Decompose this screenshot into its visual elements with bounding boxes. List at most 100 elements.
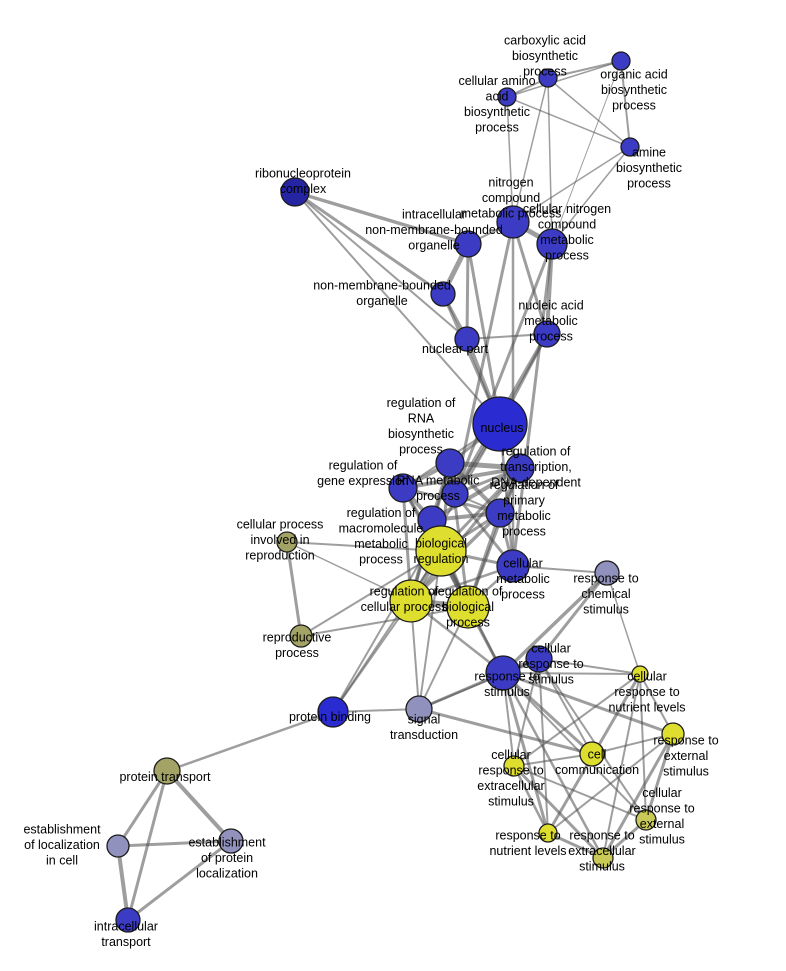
edge-cellular_response_to_stimulus--cellular_response_to_nutrient_levels (538, 658, 641, 675)
node-cellular_response_to_extracellular_stimulus[interactable] (503, 755, 525, 777)
node-cellular_response_to_stimulus[interactable] (525, 645, 553, 673)
node-establishment_of_protein_localization[interactable] (218, 828, 244, 854)
edge-response_to_stimulus--response_to_external_stimulus (502, 671, 674, 736)
node-rna_metabolic_process[interactable] (441, 480, 469, 508)
edge-cellular_response_to_stimulus--cellular_response_to_external_stimulus (538, 658, 647, 821)
node-intracellular_non_membrane_bounded_organelle[interactable] (454, 230, 482, 258)
node-response_to_chemical_stimulus[interactable] (594, 560, 620, 586)
node-protein_transport[interactable] (153, 757, 181, 785)
edge-regulation_of_transcription_dna_dependent--regulation_of_gene_expression (402, 466, 521, 490)
label-protein_binding: protein binding (289, 710, 371, 724)
edge-cellular_nitrogen_compound_metabolic_process--cellular_metabolic_process (511, 243, 554, 567)
edge-response_to_stimulus--response_to_extracellular_stimulus (501, 672, 605, 859)
edge-ribonucleoprotein_complex--nuclear_part (294, 191, 468, 340)
edge-ribonucleoprotein_complex--intracellular_non_membrane_bounded_organelle (294, 190, 469, 246)
node-nucleus[interactable] (472, 396, 528, 452)
node-nuclear_part[interactable] (454, 326, 480, 352)
node-response_to_stimulus[interactable] (485, 655, 521, 691)
edge-nitrogen_compound_metabolic_process--nucleic_acid_metabolic_process (511, 221, 549, 335)
node-biological_regulation[interactable] (415, 525, 467, 577)
node-reproductive_process[interactable] (289, 624, 313, 648)
edge-intracellular_non_membrane_bounded_organelle--nuclear_part (465, 243, 470, 340)
edge-response_to_stimulus--response_to_chemical_stimulus (501, 571, 609, 675)
node-cellular_nitrogen_compound_metabolic_process[interactable] (536, 228, 568, 260)
edge-ribonucleoprotein_complex--nucleus (294, 191, 501, 425)
node-response_to_external_stimulus[interactable] (661, 722, 685, 746)
node-cellular_response_to_nutrient_levels[interactable] (631, 665, 649, 683)
node-cellular_amino_acid_biosynthetic_process[interactable] (497, 87, 517, 107)
edge-response_to_chemical_stimulus--cellular_response_to_nutrient_levels (606, 572, 641, 675)
node-regulation_of_primary_metabolic_process[interactable] (485, 498, 515, 528)
node-organic_acid_biosynthetic_process[interactable] (611, 51, 631, 71)
node-carboxylic_acid_biosynthetic_process[interactable] (538, 68, 558, 88)
node-regulation_of_biological_process[interactable] (446, 585, 490, 629)
node-nitrogen_compound_metabolic_process[interactable] (496, 205, 530, 239)
edge-cellular_amino_acid_biosynthetic_process--nitrogen_compound_metabolic_process (506, 96, 514, 223)
edge-response_to_external_stimulus--response_to_nutrient_levels (547, 733, 674, 834)
edge-establishment_of_protein_localization--establishment_of_localization_in_cell (117, 839, 232, 848)
node-non_membrane_bounded_organelle[interactable] (430, 281, 456, 307)
node-regulation_of_transcription_dna_dependent[interactable] (505, 453, 535, 483)
edge-cellular_response_to_stimulus--cellular_response_to_extracellular_stimulus (513, 658, 540, 767)
node-nucleic_acid_metabolic_process[interactable] (533, 320, 561, 348)
edge-signal_transduction--cell_communication (418, 707, 593, 756)
node-response_to_nutrient_levels[interactable] (538, 823, 558, 843)
node-cellular_process_involved_in_reproduction[interactable] (276, 531, 298, 553)
edge-signal_transduction--biological_regulation (418, 550, 442, 710)
edge-carboxylic_acid_biosynthetic_process--organic_acid_biosynthetic_process (547, 60, 622, 79)
node-response_to_extracellular_stimulus[interactable] (592, 847, 614, 869)
node-cell_communication[interactable] (579, 741, 605, 767)
edge-protein_binding--nucleus (332, 423, 501, 713)
node-ribonucleoprotein_complex[interactable] (280, 177, 310, 207)
node-regulation_of_cellular_process[interactable] (389, 579, 433, 623)
node-cellular_response_to_external_stimulus[interactable] (635, 809, 657, 831)
edge-cellular_response_to_stimulus--cell_communication (538, 658, 593, 755)
node-protein_binding[interactable] (317, 696, 349, 728)
node-regulation_of_gene_expression[interactable] (388, 473, 418, 503)
edge-response_to_stimulus--cellular_response_to_external_stimulus (502, 672, 647, 821)
node-signal_transduction[interactable] (405, 695, 433, 723)
edge-response_to_stimulus--cellular_response_to_nutrient_levels (502, 672, 641, 675)
edge-organic_acid_biosynthetic_process--amine_biosynthetic_process (620, 60, 631, 148)
edge-protein_binding--regulation_of_cellular_process (332, 600, 412, 713)
node-layer (106, 51, 685, 933)
edge-carboxylic_acid_biosynthetic_process--amine_biosynthetic_process (547, 77, 631, 148)
edge-cellular_response_to_nutrient_levels--cellular_response_to_extracellular_stimulus (513, 673, 641, 767)
node-intracellular_transport[interactable] (115, 907, 141, 933)
edge-response_to_stimulus--cell_communication (501, 671, 594, 756)
node-amine_biosynthetic_process[interactable] (620, 137, 640, 157)
edge-cellular_response_to_stimulus--response_to_nutrient_levels (538, 658, 549, 834)
label-protein_transport: protein transport (119, 770, 211, 784)
edge-organic_acid_biosynthetic_process--cellular_nitrogen_compound_metabolic_process (551, 60, 622, 245)
edge-cellular_process_involved_in_reproduction--regulation_of_cellular_process (286, 541, 412, 602)
node-regulation_of_rna_biosynthetic_process[interactable] (435, 448, 465, 478)
edge-cellular_response_to_stimulus--response_to_chemical_stimulus (537, 572, 609, 660)
node-cellular_metabolic_process[interactable] (496, 549, 530, 583)
node-establishment_of_localization_in_cell[interactable] (106, 834, 130, 858)
